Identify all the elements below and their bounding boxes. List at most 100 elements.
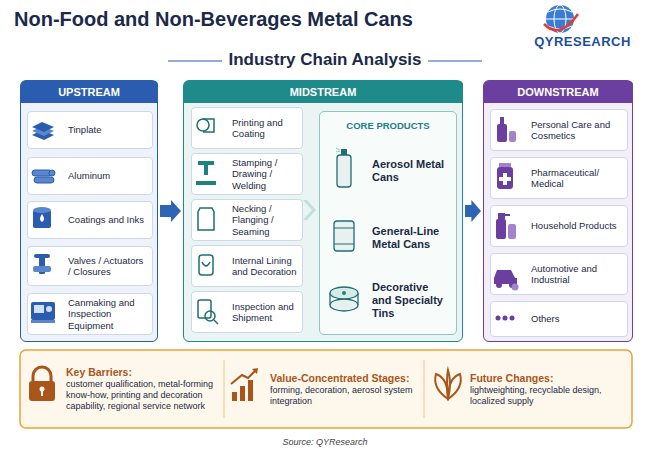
cosmetic-icon	[497, 117, 516, 142]
insight-section: Future Changes:lightweighting, recyclabl…	[426, 352, 630, 426]
tin-icon	[330, 287, 358, 311]
node-text: Aluminum	[68, 170, 110, 182]
node-text: Necking / Flanging / Seaming	[232, 203, 298, 238]
lock-icon	[41, 390, 43, 396]
medical-icon	[499, 173, 511, 185]
cosmetic-icon	[497, 124, 507, 142]
node-text: Tinplate	[68, 124, 101, 136]
caption: Source: QYResearch	[0, 437, 650, 447]
node-text: Stamping / Drawing / Welding	[232, 157, 298, 192]
magnifier-icon	[214, 320, 218, 324]
lining-icon	[199, 255, 213, 275]
aerosol-icon	[341, 149, 347, 155]
equipment-icon	[46, 306, 52, 312]
stage-panel: DOWNSTREAM Personal Care and CosmeticsPha…	[483, 80, 633, 342]
panel-header: MIDSTREAM	[184, 81, 463, 103]
chevron-arrow	[303, 200, 316, 220]
can-outline-icon	[198, 208, 214, 230]
medical-icon	[497, 167, 513, 189]
equipment-icon	[31, 302, 55, 320]
node-text: Coatings and Inks	[68, 214, 144, 226]
leaf-icon	[447, 370, 450, 399]
flow-arrow	[160, 200, 181, 222]
section-heading: Value-Concentrated Stages:	[270, 372, 418, 385]
logo-globe	[544, 5, 578, 33]
household-icon	[498, 213, 510, 219]
car-icon	[512, 284, 519, 291]
panel-header: DOWNSTREAM	[484, 81, 633, 103]
aluminum-icon	[32, 170, 55, 183]
lock-icon	[29, 367, 55, 401]
section-body: forming, decoration, aerosol system inte…	[270, 385, 418, 407]
node-text: Decorative and Specialty Tins	[372, 281, 448, 320]
growth-icon	[231, 368, 258, 401]
household-icon	[508, 224, 516, 239]
general-can-icon	[334, 221, 354, 251]
aluminum-icon	[34, 177, 54, 183]
chain-item-box: Necking / Flanging / Seaming	[191, 199, 303, 241]
growth-icon	[248, 380, 253, 401]
node-text: Inspection and Shipment	[232, 301, 298, 324]
growth-icon	[232, 392, 237, 401]
node-text: Canmaking and Inspection Equipment	[68, 297, 148, 332]
tin-icon	[342, 291, 346, 295]
dots-icon	[510, 316, 515, 321]
flow-arrow	[465, 200, 481, 222]
coating-can-icon	[40, 214, 44, 222]
section-heading: Future Changes:	[470, 372, 626, 385]
aerosol-icon	[337, 155, 351, 187]
tin-icon	[330, 287, 358, 299]
equipment-icon	[31, 302, 55, 323]
valve-icon	[33, 266, 51, 272]
tinplate-icon	[32, 122, 54, 132]
aluminum-icon	[49, 170, 55, 176]
general-can-icon	[334, 221, 354, 251]
aerosol-icon	[336, 148, 351, 187]
insight-section: Value-Concentrated Stages:forming, decor…	[226, 352, 422, 426]
cosmetic-icon	[500, 117, 504, 124]
equipment-icon	[31, 320, 55, 323]
lining-icon	[199, 255, 213, 275]
medical-icon	[497, 163, 513, 189]
panel-header: UPSTREAM	[21, 81, 158, 103]
magnifier-icon	[198, 300, 218, 324]
node-text: Automotive and Industrial	[531, 263, 623, 286]
node-text: Internal Lining and Decoration	[232, 255, 298, 278]
press-icon	[196, 161, 216, 185]
logo-globe	[546, 19, 574, 20]
node-text: Valves / Actuators / Closures	[68, 255, 148, 278]
title: Non-Food and Non-Beverages Metal Cans	[14, 8, 413, 31]
roll-icon	[203, 119, 214, 132]
node-text: Printing and Coating	[232, 117, 298, 140]
equipment-icon	[34, 305, 44, 313]
chain-item-box: Personal Care and Cosmetics	[490, 109, 628, 151]
subtitle-rules	[168, 60, 222, 61]
chevron-arrow	[303, 200, 316, 220]
section-body: lightweighting, recyclable design, local…	[470, 385, 626, 407]
subtitle: Industry Chain Analysis	[175, 50, 475, 70]
band-dividers	[424, 360, 425, 418]
car-icon	[494, 270, 517, 284]
press-icon	[204, 165, 208, 175]
medical-icon	[499, 163, 511, 167]
band-dividers	[224, 360, 424, 418]
band-dividers	[224, 360, 225, 418]
roll-icon	[197, 119, 209, 131]
section-heading: Key Barriers:	[66, 366, 218, 379]
node-text: Personal Care and Cosmetics	[531, 119, 623, 142]
car-icon	[496, 282, 502, 288]
roll-icon	[197, 119, 214, 132]
press-icon	[198, 161, 214, 165]
coating-can-icon	[33, 207, 51, 213]
node-text: Pharmaceutical/ Medical	[531, 167, 623, 190]
can-outline-icon	[198, 208, 214, 230]
general-can-icon	[334, 228, 354, 229]
magnifier-icon	[205, 311, 215, 321]
press-icon	[196, 181, 216, 185]
aerosol-icon	[336, 148, 340, 152]
valve-icon	[34, 254, 50, 258]
dots-icon	[503, 316, 508, 321]
growth-icon	[240, 386, 245, 401]
tinplate-icon	[32, 122, 54, 140]
leaf-icon	[435, 370, 461, 399]
